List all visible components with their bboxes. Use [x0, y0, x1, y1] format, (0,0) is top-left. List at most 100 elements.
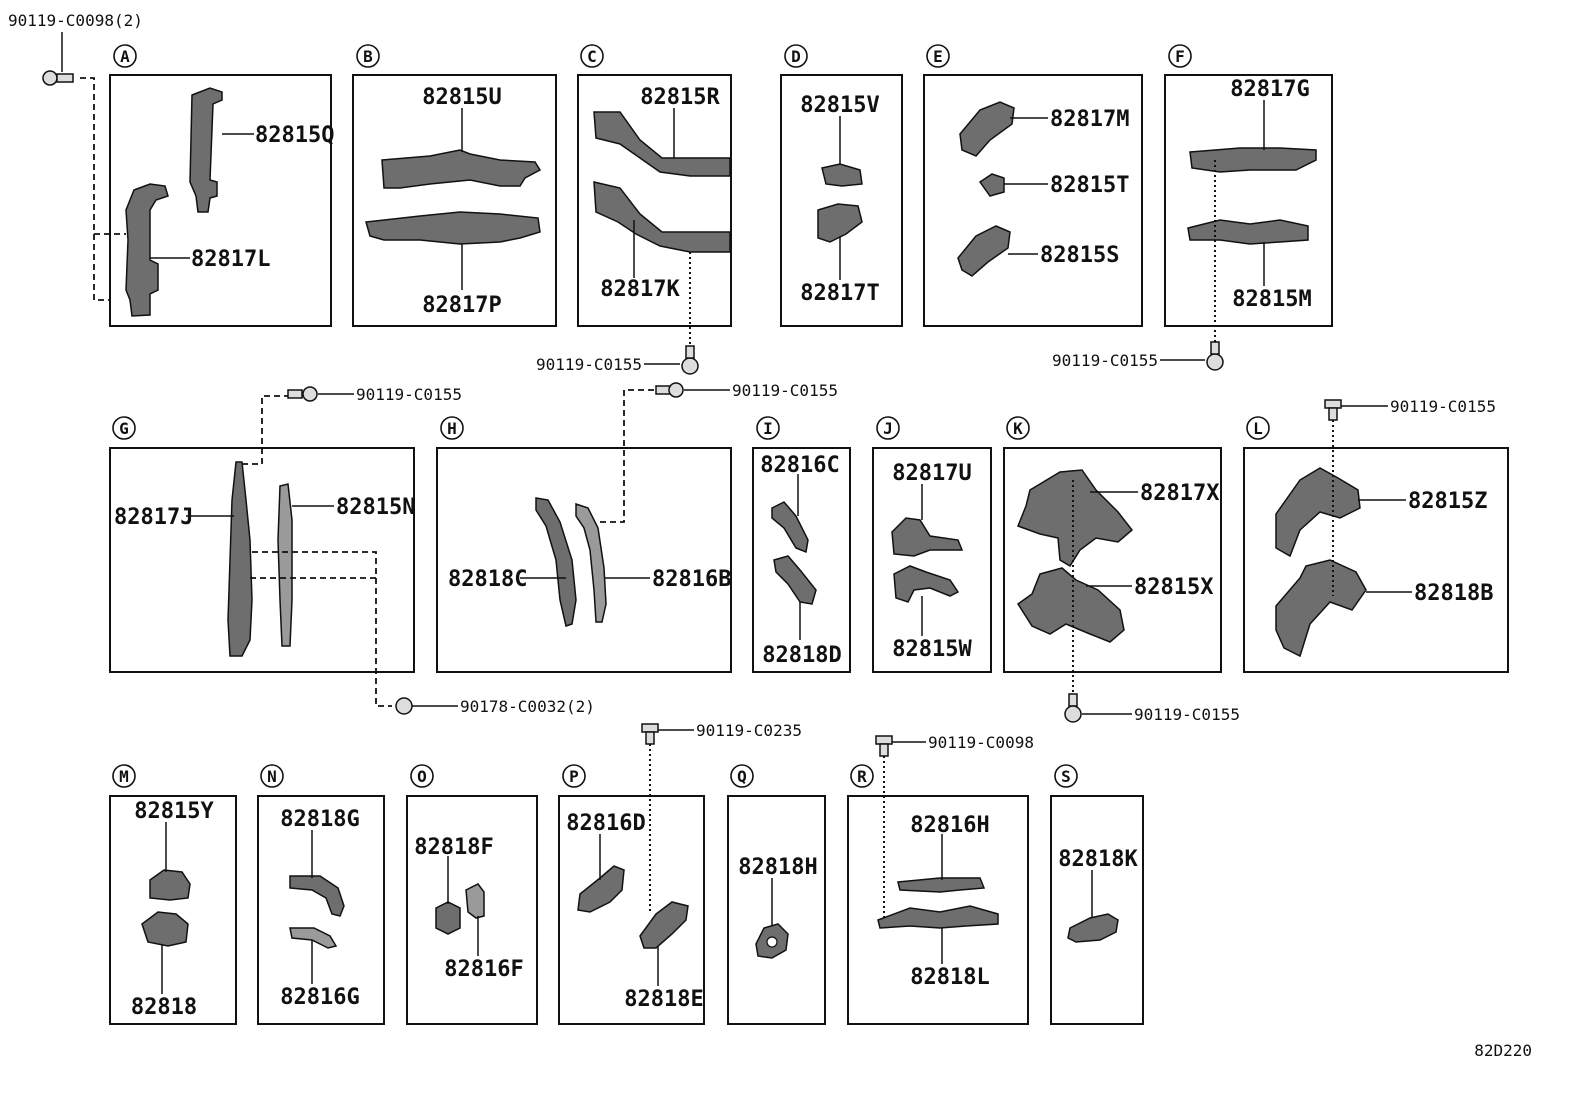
part-82817g-drawing — [1189, 147, 1317, 173]
label-82818g: 82818G — [280, 807, 359, 832]
fastener-label-g-bottom: 90178-C0032(2) — [460, 697, 595, 716]
panel-letter-p: P — [569, 767, 579, 786]
label-82818l: 82818L — [910, 965, 989, 990]
label-82815v: 82815V — [800, 93, 879, 118]
panel-letter-g: G — [119, 419, 129, 438]
panel-letter-h: H — [447, 419, 457, 438]
label-82816d: 82816D — [566, 811, 645, 836]
label-82817x: 82817X — [1140, 481, 1219, 506]
panel-r: R 82816H 82818L — [847, 756, 1029, 1025]
panel-k: K 82817X 82815X — [1003, 416, 1222, 700]
label-82817m: 82817M — [1050, 107, 1129, 132]
panel-m: M 82815Y 82818 — [109, 764, 237, 1025]
part-82817l-drawing — [125, 183, 169, 317]
panel-f: F 82817G 82815M — [1164, 44, 1333, 348]
panel-s: S 82818K — [1050, 764, 1144, 1025]
fastener-r-top: 90119-C0098 — [875, 733, 1034, 757]
panel-letter-s: S — [1061, 767, 1071, 786]
panel-b: B 82815U 82817P — [352, 44, 557, 327]
panel-d: D 82815V 82817T — [780, 44, 903, 327]
part-82818b-drawing — [1275, 559, 1367, 658]
panel-i: I 82816C 82818D — [752, 416, 851, 673]
fastener-label-r-top: 90119-C0098 — [928, 733, 1034, 752]
fastener-k-bottom: 90119-C0155 — [1064, 693, 1240, 724]
part-82816b-drawing — [575, 502, 607, 623]
label-82816h: 82816H — [910, 813, 989, 838]
panel-letter-o: O — [417, 767, 427, 786]
label-82816b: 82816B — [652, 567, 731, 592]
label-82816f: 82816F — [444, 957, 523, 982]
label-82817t: 82817T — [800, 281, 879, 306]
label-82818: 82818 — [131, 995, 197, 1020]
label-82815w: 82815W — [892, 637, 972, 662]
panel-letter-a: A — [120, 47, 130, 66]
part-82816h-drawing — [897, 877, 986, 893]
panel-o: O 82818F 82816F — [406, 764, 538, 1025]
part-82815s-drawing — [957, 225, 1011, 277]
panel-letter-i: I — [763, 419, 773, 438]
panel-c: C 82815R 82817K — [577, 44, 732, 352]
part-82817k-drawing — [593, 181, 731, 253]
label-82818f: 82818F — [414, 835, 493, 860]
fastener-label-c-bottom: 90119-C0155 — [536, 355, 642, 374]
panel-letter-l: L — [1253, 419, 1263, 438]
panel-q: Q 82818H — [727, 764, 826, 1025]
part-82817p-drawing — [365, 211, 541, 245]
panel-letter-n: N — [267, 767, 277, 786]
label-82815u: 82815U — [422, 85, 501, 110]
part-82816c-drawing — [771, 501, 809, 554]
label-82815q: 82815Q — [255, 123, 334, 148]
label-82815m: 82815M — [1232, 287, 1311, 312]
fastener-g-top: 90119-C0155 — [287, 385, 462, 404]
label-82817k: 82817K — [600, 277, 680, 302]
part-82818k-drawing — [1067, 913, 1119, 943]
panel-l: L 82815Z 82818B — [1243, 416, 1509, 673]
panel-letter-q: Q — [737, 767, 747, 786]
part-82817u-drawing — [891, 517, 964, 557]
panel-j: J 82817U 82815W — [872, 416, 992, 673]
fastener-l-top: 90119-C0155 — [1324, 397, 1496, 421]
label-82815r: 82815R — [640, 85, 720, 110]
part-82815m-drawing — [1187, 219, 1309, 245]
part-82817m-drawing — [959, 101, 1015, 157]
label-82817j: 82817J — [114, 505, 193, 530]
diagram-code: 82D220 — [1474, 1041, 1532, 1060]
fastener-label-g-top: 90119-C0155 — [356, 385, 462, 404]
part-82816g-drawing — [289, 927, 338, 949]
fastener-label-p-top: 90119-C0235 — [696, 721, 802, 740]
label-82818e: 82818E — [624, 987, 703, 1012]
label-82815t: 82815T — [1050, 173, 1129, 198]
label-82818h: 82818H — [738, 855, 817, 880]
panel-letter-c: C — [587, 47, 597, 66]
label-82815x: 82815X — [1134, 575, 1213, 600]
label-82817g: 82817G — [1230, 77, 1309, 102]
label-82817p: 82817P — [422, 293, 501, 318]
label-82816g: 82816G — [280, 985, 359, 1010]
part-82815y-drawing — [149, 869, 191, 901]
part-82818-drawing — [141, 911, 189, 947]
fastener-label-h-top: 90119-C0155 — [732, 381, 838, 400]
part-82818l-drawing — [877, 905, 999, 929]
fastener-h-top: 90119-C0155 — [655, 381, 838, 400]
panel-n: N 82818G 82816G — [257, 764, 385, 1025]
fastener-c-bottom: 90119-C0155 — [536, 345, 699, 375]
fastener-p-top: 90119-C0235 — [641, 721, 802, 745]
part-82818f-drawing — [435, 901, 461, 935]
part-82817x-drawing — [1017, 469, 1134, 568]
label-82817l: 82817L — [191, 247, 270, 272]
panel-letter-b: B — [363, 47, 373, 66]
part-82816f-drawing — [465, 883, 485, 919]
label-82815n: 82815N — [336, 495, 415, 520]
label-82818k: 82818K — [1058, 847, 1138, 872]
part-82815v-drawing — [821, 163, 863, 187]
part-82818e-drawing — [639, 901, 689, 949]
fastener-g-bottom: 90178-C0032(2) — [395, 697, 595, 716]
part-82815n-drawing — [277, 483, 293, 647]
panel-letter-k: K — [1013, 419, 1023, 438]
label-82818d: 82818D — [762, 643, 841, 668]
panel-letter-j: J — [883, 419, 893, 438]
label-82818b: 82818B — [1414, 581, 1493, 606]
panel-letter-e: E — [933, 47, 943, 66]
fastener-label-f-bottom: 90119-C0155 — [1052, 351, 1158, 370]
